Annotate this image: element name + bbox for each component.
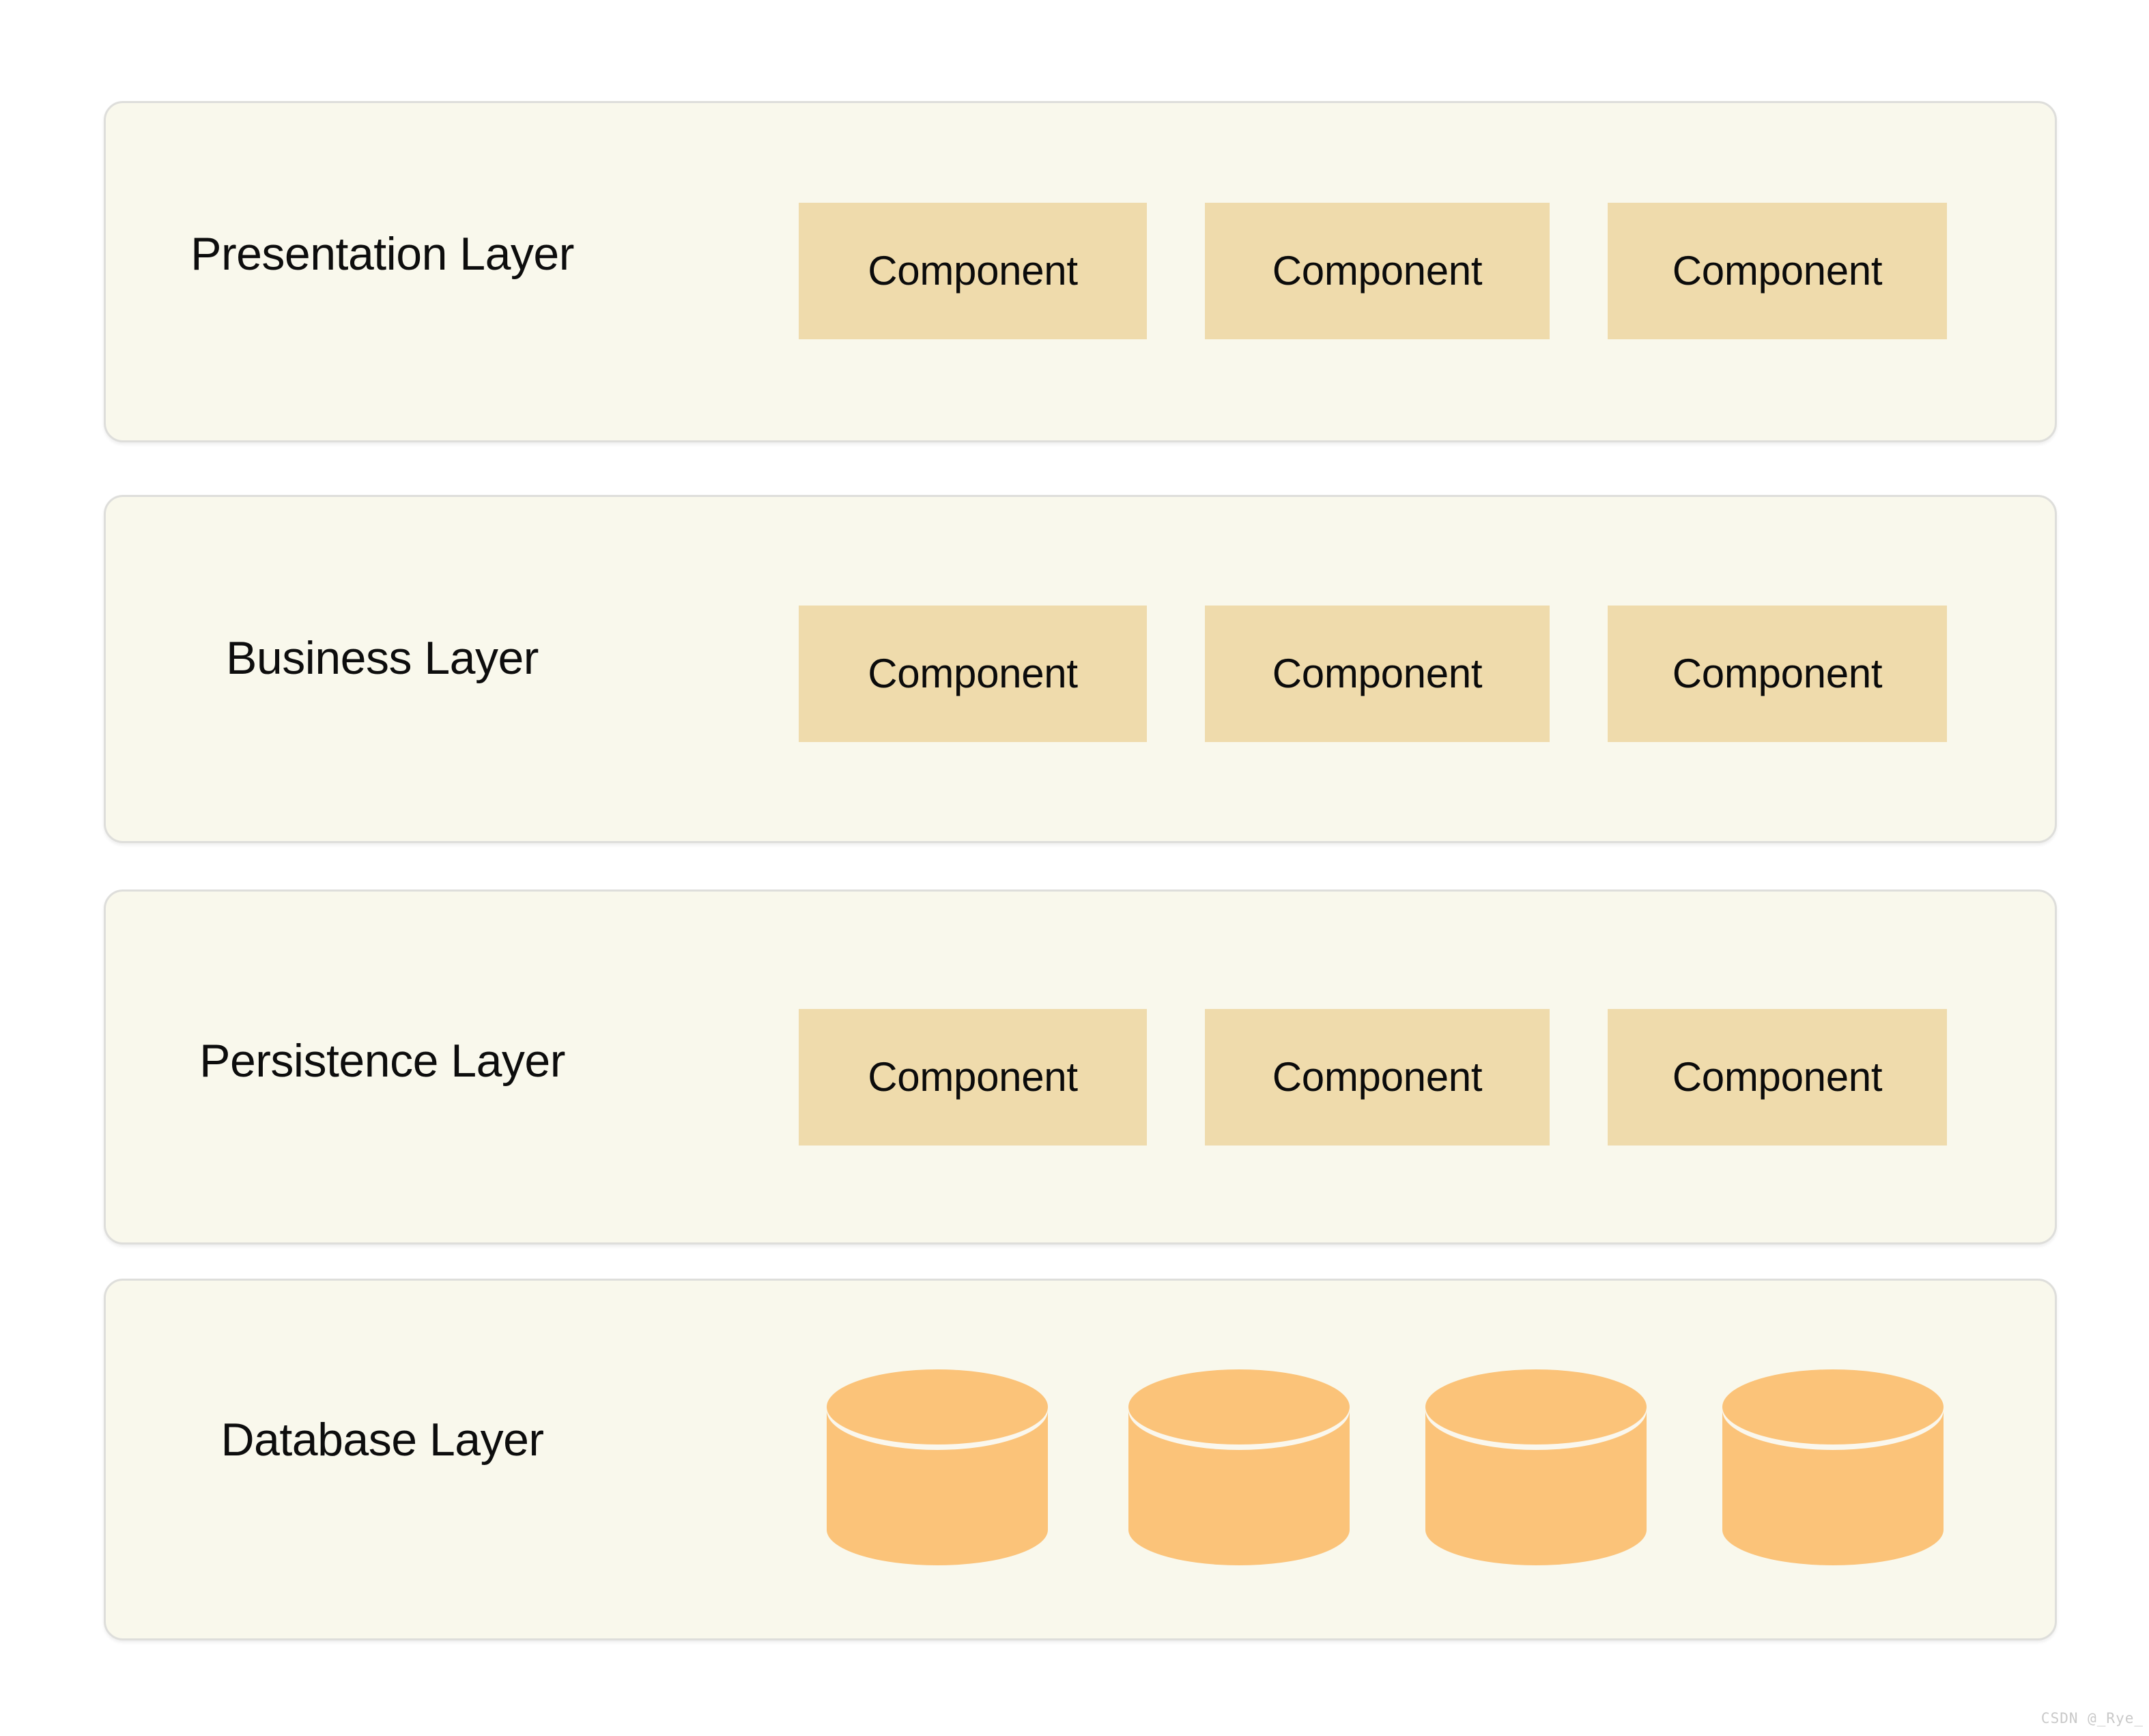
layer-label-presentation: Presentation Layer bbox=[190, 228, 574, 280]
database-cylinder-icon bbox=[825, 1367, 1050, 1572]
component-box: Component bbox=[1608, 606, 1947, 742]
component-box-label: Component bbox=[1272, 651, 1483, 696]
layer-label-business: Business Layer bbox=[226, 632, 539, 684]
component-box: Component bbox=[799, 606, 1147, 742]
layer-label-persistence: Persistence Layer bbox=[199, 1035, 565, 1087]
database-cylinder-icon bbox=[1720, 1367, 1946, 1572]
component-box-label: Component bbox=[868, 248, 1078, 294]
database-cylinder-icon bbox=[1126, 1367, 1352, 1572]
component-box-label: Component bbox=[868, 651, 1078, 696]
component-box-label: Component bbox=[1672, 248, 1883, 294]
component-box-label: Component bbox=[1272, 248, 1483, 294]
component-box: Component bbox=[1205, 203, 1550, 339]
component-box: Component bbox=[1205, 1009, 1550, 1146]
component-box-label: Component bbox=[868, 1054, 1078, 1100]
component-box: Component bbox=[1205, 606, 1550, 742]
component-box: Component bbox=[799, 1009, 1147, 1146]
component-box: Component bbox=[1608, 203, 1947, 339]
component-box-label: Component bbox=[1672, 651, 1883, 696]
component-box-label: Component bbox=[1672, 1054, 1883, 1100]
watermark-label: CSDN @_Rye_ bbox=[2040, 1710, 2144, 1726]
component-box: Component bbox=[799, 203, 1147, 339]
database-cylinder-icon bbox=[1423, 1367, 1649, 1572]
component-box: Component bbox=[1608, 1009, 1947, 1146]
component-box-label: Component bbox=[1272, 1054, 1483, 1100]
layer-label-database: Database Layer bbox=[220, 1414, 544, 1466]
